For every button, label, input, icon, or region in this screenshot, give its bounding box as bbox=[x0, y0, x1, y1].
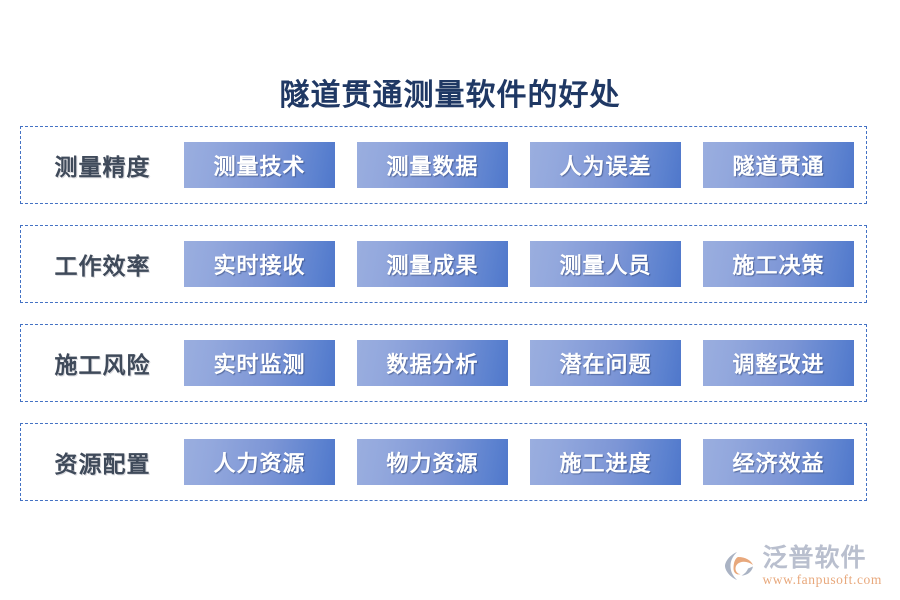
benefit-chip[interactable]: 测量数据 bbox=[357, 142, 508, 188]
row-items: 人力资源 物力资源 施工进度 经济效益 bbox=[184, 439, 866, 485]
brand-name: 泛普软件 bbox=[762, 544, 867, 572]
benefit-chip[interactable]: 隧道贯通 bbox=[703, 142, 854, 188]
benefit-chip[interactable]: 实时监测 bbox=[184, 340, 335, 386]
benefit-chip[interactable]: 经济效益 bbox=[703, 439, 854, 485]
benefit-chip[interactable]: 测量技术 bbox=[184, 142, 335, 188]
benefit-chip[interactable]: 调整改进 bbox=[703, 340, 854, 386]
category-row: 工作效率 实时接收 测量成果 测量人员 施工决策 bbox=[20, 225, 867, 303]
benefit-chip[interactable]: 人为误差 bbox=[530, 142, 681, 188]
benefit-chip[interactable]: 物力资源 bbox=[357, 439, 508, 485]
fanpu-swoosh-icon bbox=[724, 549, 758, 583]
brand-text: 泛普软件 www.fanpusoft.com bbox=[762, 546, 882, 587]
row-label: 资源配置 bbox=[54, 452, 151, 477]
benefit-chip[interactable]: 测量成果 bbox=[357, 241, 508, 287]
category-row: 测量精度 测量技术 测量数据 人为误差 隧道贯通 bbox=[20, 126, 867, 204]
benefit-chip[interactable]: 测量人员 bbox=[530, 241, 681, 287]
brand-url: www.fanpusoft.com bbox=[762, 571, 882, 587]
category-rows: 测量精度 测量技术 测量数据 人为误差 隧道贯通 工作效率 实时接收 测量成果 … bbox=[20, 126, 867, 522]
brand-watermark: 泛普软件 www.fanpusoft.com bbox=[724, 546, 882, 587]
page-title: 隧道贯通测量软件的好处 bbox=[279, 79, 621, 112]
row-label: 施工风险 bbox=[54, 353, 151, 378]
row-items: 实时接收 测量成果 测量人员 施工决策 bbox=[184, 241, 866, 287]
row-items: 测量技术 测量数据 人为误差 隧道贯通 bbox=[184, 142, 866, 188]
benefit-chip[interactable]: 施工决策 bbox=[703, 241, 854, 287]
benefit-chip[interactable]: 人力资源 bbox=[184, 439, 335, 485]
benefit-chip[interactable]: 实时接收 bbox=[184, 241, 335, 287]
category-row: 施工风险 实时监测 数据分析 潜在问题 调整改进 bbox=[20, 324, 867, 402]
benefit-chip[interactable]: 数据分析 bbox=[357, 340, 508, 386]
row-label: 工作效率 bbox=[54, 254, 151, 279]
row-label: 测量精度 bbox=[54, 155, 151, 180]
category-row: 资源配置 人力资源 物力资源 施工进度 经济效益 bbox=[20, 423, 867, 501]
benefit-chip[interactable]: 施工进度 bbox=[530, 439, 681, 485]
row-items: 实时监测 数据分析 潜在问题 调整改进 bbox=[184, 340, 866, 386]
benefit-chip[interactable]: 潜在问题 bbox=[530, 340, 681, 386]
